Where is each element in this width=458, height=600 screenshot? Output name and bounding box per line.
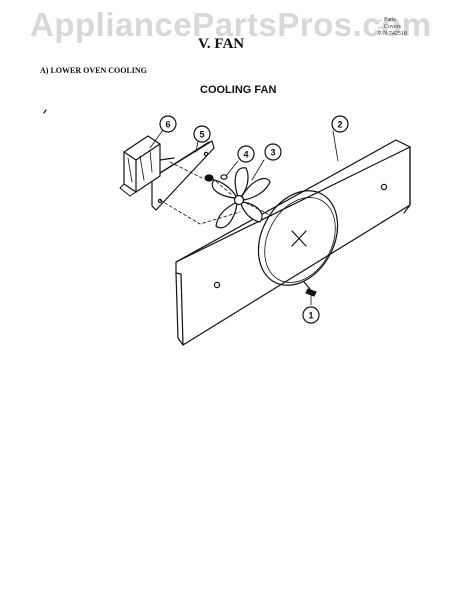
screw — [303, 281, 317, 297]
section-title: V. FAN — [198, 36, 245, 52]
callout-4-label: 4 — [243, 150, 248, 160]
callout-1-label: 1 — [308, 311, 313, 321]
assembly-lines — [159, 161, 273, 225]
fan-motor — [119, 135, 175, 197]
doc-ref-line-1: ... Parts — [378, 17, 396, 23]
callout-4: 4 — [237, 145, 255, 163]
callout-2: 2 — [331, 115, 349, 133]
document-reference: ... Parts ... Covers P/N 742518 — [378, 17, 407, 38]
subsection-title: A) LOWER OVEN COOLING — [40, 66, 147, 75]
doc-ref-line-2: ... Covers — [378, 24, 401, 30]
callout-2-label: 2 — [337, 120, 342, 130]
baffle-panel — [175, 139, 411, 346]
leader-lines — [149, 129, 339, 306]
callout-5-label: 5 — [199, 130, 204, 140]
callout-3-label: 3 — [270, 148, 275, 158]
mounting-bracket — [151, 140, 215, 211]
callout-5: 5 — [193, 125, 211, 143]
doc-ref-line-3: P/N 742518 — [378, 31, 407, 37]
diagram-title: COOLING FAN — [200, 84, 277, 96]
stray-mark — [43, 109, 47, 114]
callout-3: 3 — [264, 143, 282, 161]
watermark: AppliancePartsPros.com — [30, 6, 432, 43]
callout-6: 6 — [159, 115, 177, 133]
fan-hub-nut — [204, 174, 228, 182]
callout-6-label: 6 — [165, 120, 170, 130]
callout-1: 1 — [302, 306, 320, 324]
callouts: 1 2 3 4 5 6 — [159, 115, 349, 324]
